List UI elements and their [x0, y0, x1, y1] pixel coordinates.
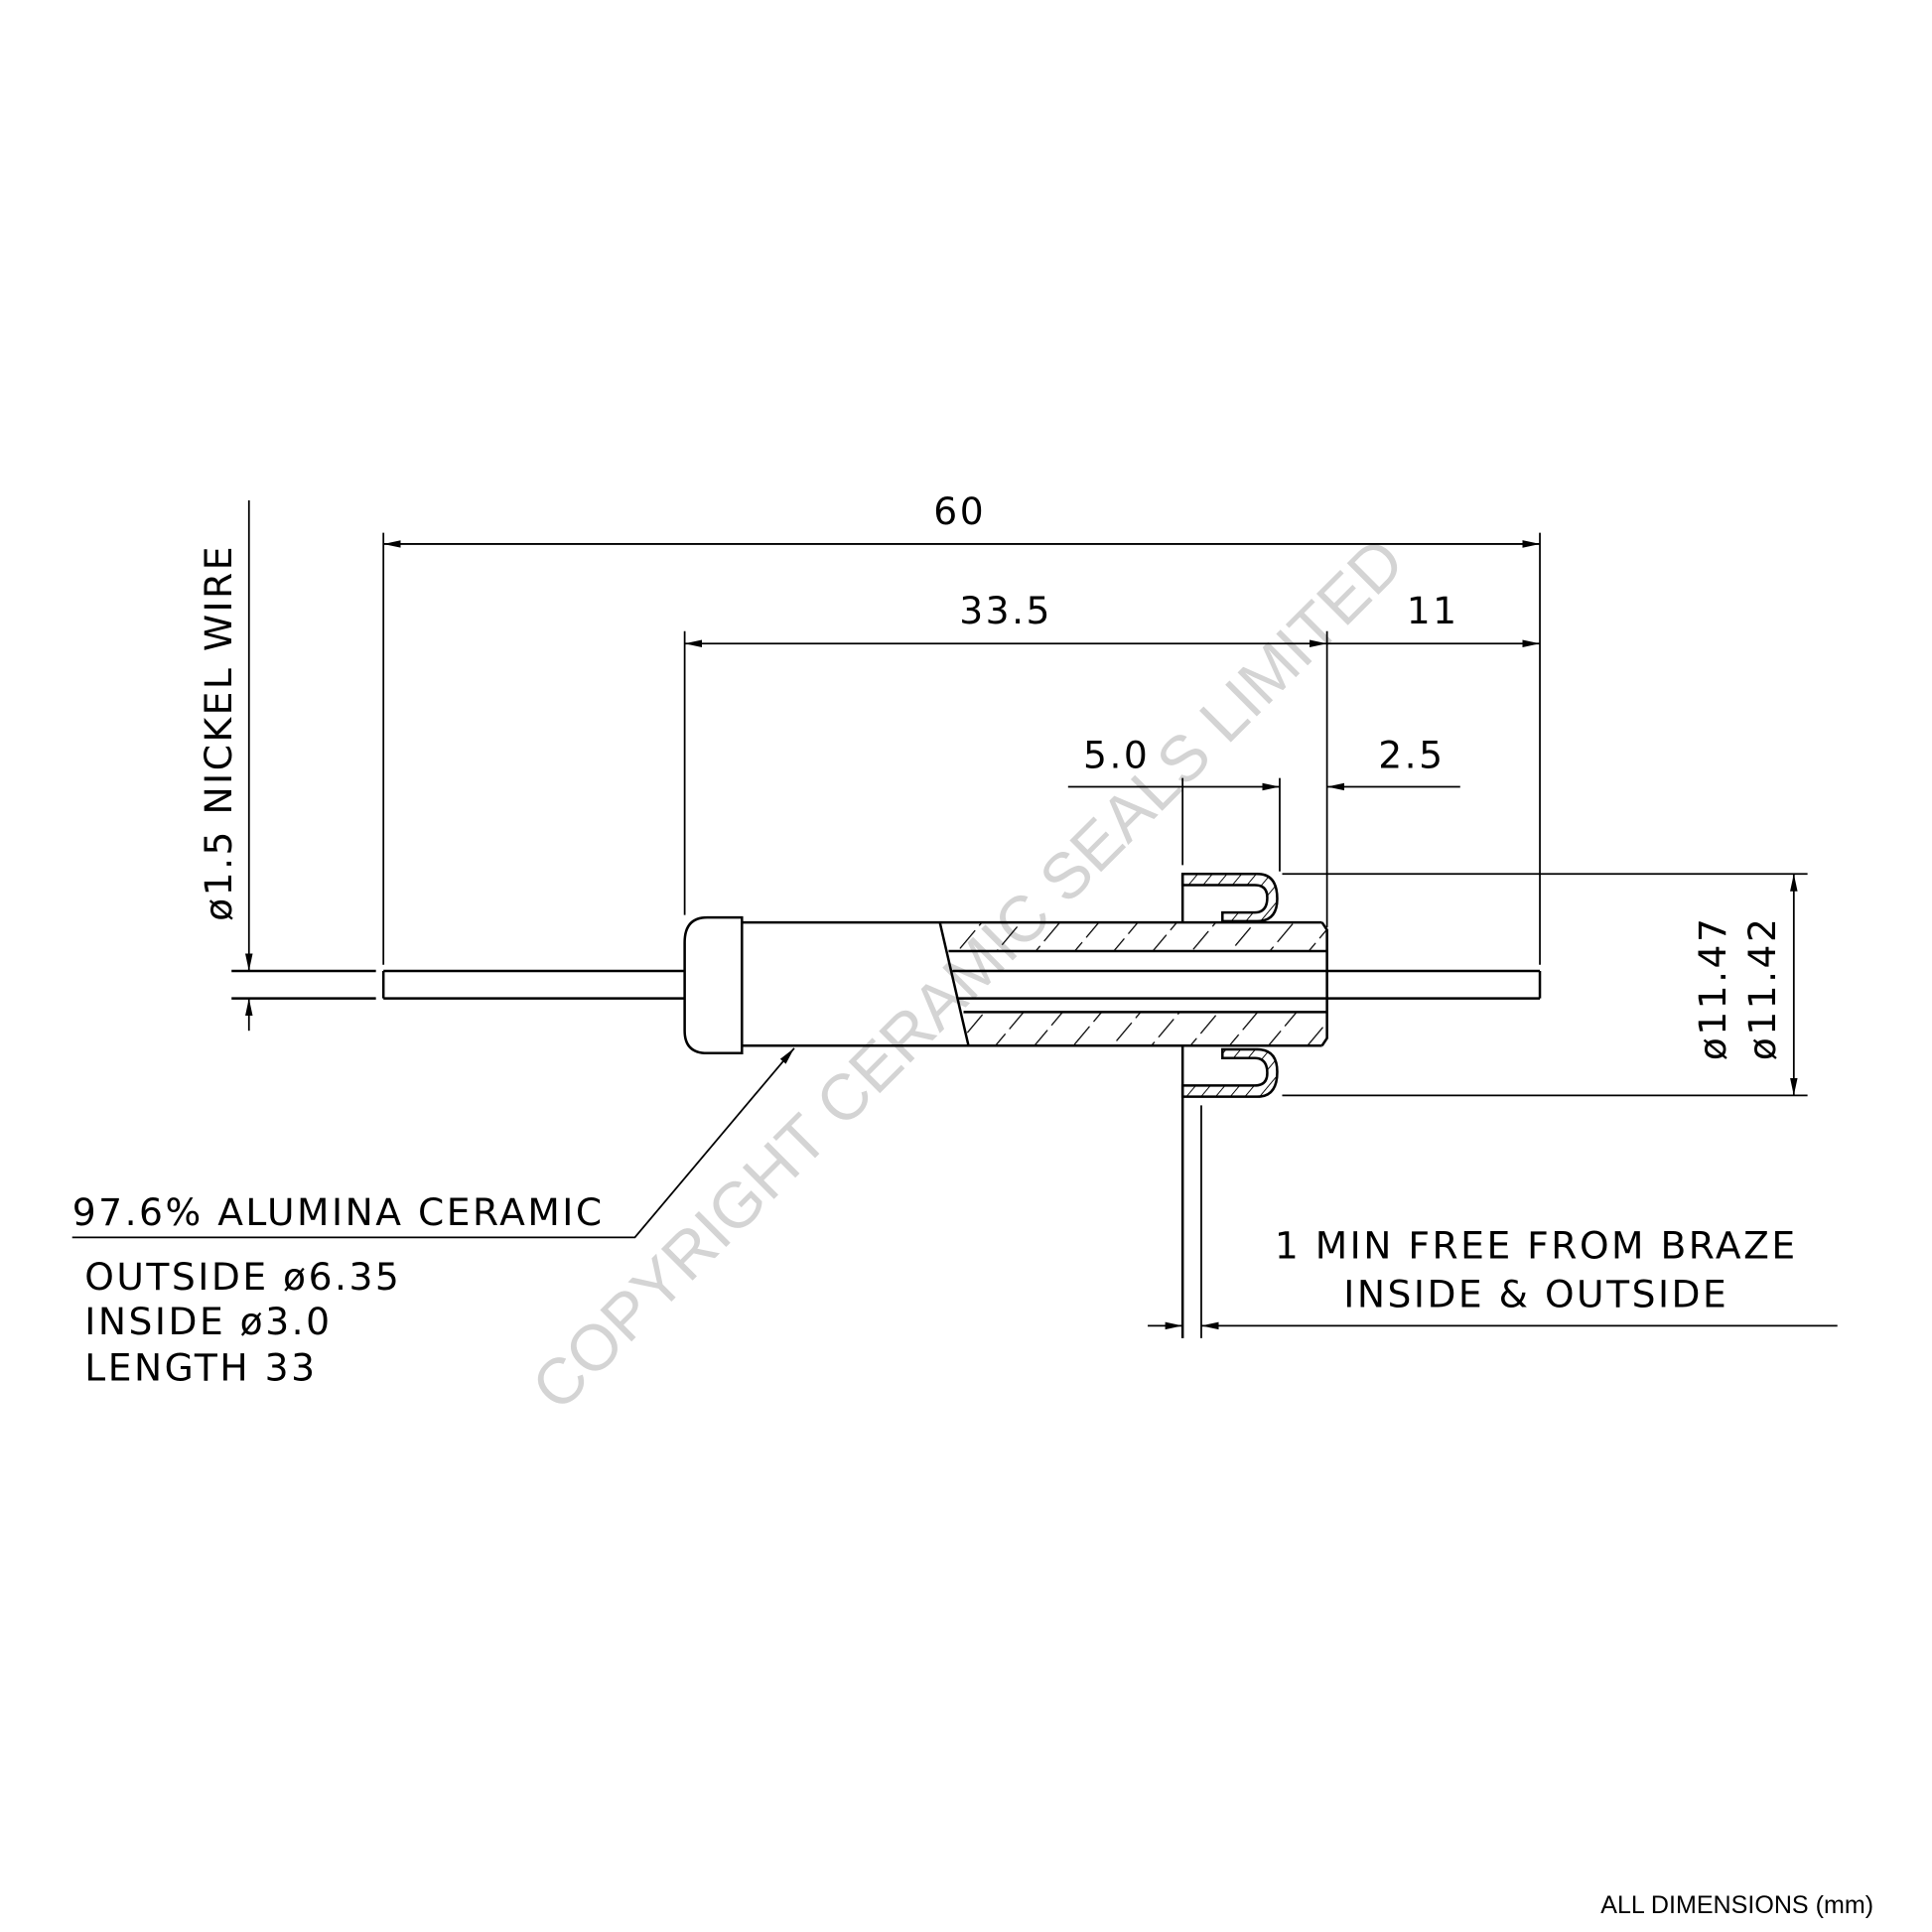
dim-ceramic-length: 33.5 [959, 589, 1052, 632]
nickel-wire [231, 969, 1542, 1000]
note-braze-line2: INSIDE & OUTSIDE [1343, 1273, 1728, 1316]
dim-wire-protrusion: 11 [1407, 589, 1459, 632]
note-inside: INSIDE ø3.0 [84, 1300, 332, 1343]
metal-flange [1180, 777, 1279, 1338]
note-outside: OUTSIDE ø6.35 [84, 1255, 401, 1299]
note-material: 97.6% ALUMINA CERAMIC [72, 1190, 605, 1234]
dim-overall-length: 60 [933, 489, 986, 533]
dim-flange-to-end: 2.5 [1378, 734, 1445, 777]
footer-units: ALL DIMENSIONS (mm) [1600, 1891, 1873, 1919]
dim-wire-diameter: ø1.5 NICKEL WIRE [197, 544, 240, 921]
watermark: COPYRIGHT CERAMIC SEALS LIMITED [518, 524, 1418, 1424]
dimension-lines [71, 500, 1838, 1330]
dim-flange-diameter-min: ø11.42 [1740, 916, 1784, 1061]
note-braze-line1: 1 MIN FREE FROM BRAZE [1275, 1224, 1798, 1268]
ceramic-tube [683, 915, 1328, 1055]
note-length: LENGTH 33 [84, 1346, 317, 1390]
dim-flange-diameter-max: ø11.47 [1691, 916, 1734, 1061]
dim-flange-offset: 5.0 [1083, 734, 1150, 777]
